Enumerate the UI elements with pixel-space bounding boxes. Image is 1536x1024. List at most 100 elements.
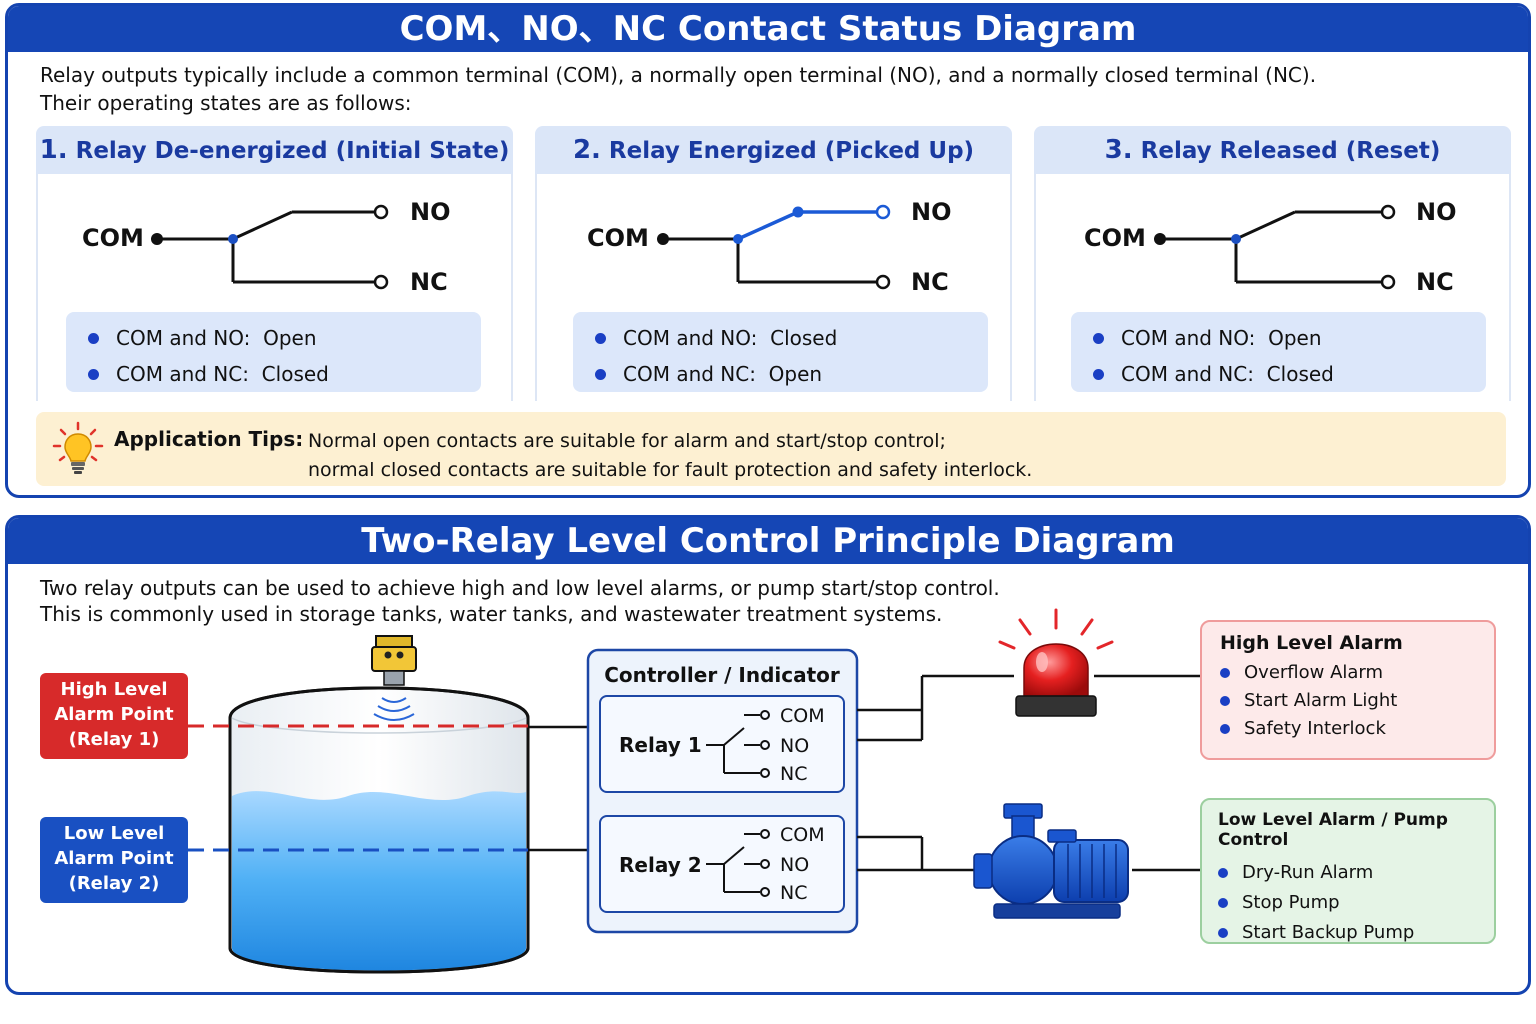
state-body: COM NO NC COM and NO: Open COM and NC: C… xyxy=(1034,174,1511,401)
intro-line: Relay outputs typically include a common… xyxy=(40,63,1317,87)
no-terminal xyxy=(373,204,389,220)
level-sensor-icon xyxy=(371,635,417,721)
list-item-text: Start Backup Pump xyxy=(1242,922,1415,943)
relay2-no: NO xyxy=(780,854,809,876)
contact-dot xyxy=(792,206,804,218)
pump-icon xyxy=(973,803,1129,919)
contact-diagram: COM NO NC xyxy=(82,198,451,296)
state-number: 3. xyxy=(1104,135,1133,165)
nc-terminal xyxy=(1380,274,1396,290)
panel-title: Two-Relay Level Control Principle Diagra… xyxy=(8,518,1528,564)
state-body: COM NO NC COM and NO: Closed COM and NC:… xyxy=(535,174,1012,401)
nc-terminal xyxy=(875,274,891,290)
status-text: COM and NO: Closed xyxy=(623,326,838,350)
state-number: 1. xyxy=(39,135,68,165)
com-label: COM xyxy=(587,224,649,252)
intro-line: Their operating states are as follows: xyxy=(40,91,412,115)
bullet-icon xyxy=(1220,724,1230,734)
status-box: COM and NO: Open COM and NC: Closed xyxy=(1071,312,1486,392)
tips-label: Application Tips: xyxy=(114,427,304,451)
state-card-deenergized: 1. Relay De-energized (Initial State) CO… xyxy=(36,126,513,401)
status-item: COM and NO: Open xyxy=(1093,320,1486,356)
bullet-icon xyxy=(1220,696,1230,706)
bullet-icon xyxy=(1093,332,1104,344)
list-item-text: Dry-Run Alarm xyxy=(1242,862,1374,883)
status-item: COM and NC: Closed xyxy=(1093,356,1486,392)
high-level-alarm-box: High Level Alarm Overflow Alarm Start Al… xyxy=(1200,620,1496,760)
nc-label: NC xyxy=(1416,268,1454,296)
bullet-icon xyxy=(1220,668,1230,678)
state-title: 3. Relay Released (Reset) xyxy=(1034,126,1511,174)
controller-title: Controller / Indicator xyxy=(604,663,840,687)
list-item: Start Alarm Light xyxy=(1220,687,1494,715)
bullet-icon xyxy=(88,332,99,344)
no-terminal xyxy=(1380,204,1396,220)
lightbulb-icon xyxy=(52,421,104,474)
level-control-panel: Two-Relay Level Control Principle Diagra… xyxy=(5,515,1531,995)
bullet-icon xyxy=(88,368,99,380)
label-line: Alarm Point xyxy=(54,704,174,725)
list-item-text: Stop Pump xyxy=(1242,892,1340,913)
output-wiring xyxy=(857,674,1200,872)
state-card-energized: 2. Relay Energized (Picked Up) COM NO NC xyxy=(535,126,1012,401)
status-box: COM and NO: Open COM and NC: Closed xyxy=(66,312,481,392)
label-line: (Relay 1) xyxy=(68,729,160,750)
intro-line: Two relay outputs can be used to achieve… xyxy=(40,576,1000,600)
state-card-released: 3. Relay Released (Reset) COM NO NC COM … xyxy=(1034,126,1511,401)
label-line: (Relay 2) xyxy=(68,873,160,894)
bullet-icon xyxy=(1218,898,1228,908)
no-terminal xyxy=(875,204,891,220)
list-item: Start Backup Pump xyxy=(1218,918,1494,948)
status-item: COM and NO: Open xyxy=(88,320,481,356)
low-alarm-title: Low Level Alarm / Pump Control xyxy=(1218,810,1448,850)
pivot-dot xyxy=(1231,234,1241,244)
application-tips: Application Tips: Normal open contacts a… xyxy=(36,412,1506,486)
state-title-text: Relay Released (Reset) xyxy=(1140,138,1441,164)
list-item: Stop Pump xyxy=(1218,888,1494,918)
list-item: Dry-Run Alarm xyxy=(1218,858,1494,888)
list-item-text: Safety Interlock xyxy=(1244,718,1386,739)
status-text: COM and NC: Open xyxy=(623,362,823,386)
bullet-icon xyxy=(595,368,606,380)
label-line: Low Level xyxy=(63,823,165,844)
nc-label: NC xyxy=(911,268,949,296)
nc-terminal xyxy=(373,274,389,290)
tips-line: Normal open contacts are suitable for al… xyxy=(308,430,946,452)
nc-label: NC xyxy=(410,268,448,296)
contact-status-panel: COM、NO、NC Contact Status Diagram Relay o… xyxy=(5,3,1531,498)
alarm-beacon-icon xyxy=(998,608,1114,717)
status-item: COM and NO: Closed xyxy=(595,320,988,356)
relay2-switch-icon xyxy=(706,829,770,897)
intro-line: This is commonly used in storage tanks, … xyxy=(40,602,943,626)
status-text: COM and NO: Open xyxy=(116,326,317,350)
state-title-text: Relay De-energized (Initial State) xyxy=(75,138,510,164)
bullet-icon xyxy=(1218,928,1228,938)
state-title: 1. Relay De-energized (Initial State) xyxy=(36,126,513,174)
list-item-text: Overflow Alarm xyxy=(1244,662,1384,683)
list-item: Safety Interlock xyxy=(1220,715,1494,743)
water-tank-icon xyxy=(228,686,530,974)
state-number: 2. xyxy=(572,135,601,165)
bullet-icon xyxy=(1218,868,1228,878)
relay1-no: NO xyxy=(780,735,809,757)
label-line: High Level xyxy=(60,679,168,700)
intro-text: Relay outputs typically include a common… xyxy=(40,61,1316,117)
status-text: COM and NO: Open xyxy=(1121,326,1322,350)
status-item: COM and NC: Closed xyxy=(88,356,481,392)
com-label: COM xyxy=(82,224,144,252)
intro-text: Two relay outputs can be used to achieve… xyxy=(40,575,1000,627)
state-title-text: Relay Energized (Picked Up) xyxy=(608,138,975,164)
status-text: COM and NC: Closed xyxy=(116,362,329,386)
label-line: Alarm Point xyxy=(54,848,174,869)
panel-title: COM、NO、NC Contact Status Diagram xyxy=(8,6,1528,52)
relay1-label: Relay 1 xyxy=(619,733,702,757)
status-text: COM and NC: Closed xyxy=(1121,362,1334,386)
level-control-diagram: Controller / Indicator Relay 1 COM NO NC… xyxy=(188,608,1200,974)
relay1-com: COM xyxy=(780,705,825,727)
no-label: NO xyxy=(911,198,952,226)
no-label: NO xyxy=(410,198,451,226)
no-label: NO xyxy=(1416,198,1457,226)
pivot-dot xyxy=(733,234,743,244)
relay2-com: COM xyxy=(780,824,825,846)
contact-diagram: COM NO NC xyxy=(587,198,952,296)
